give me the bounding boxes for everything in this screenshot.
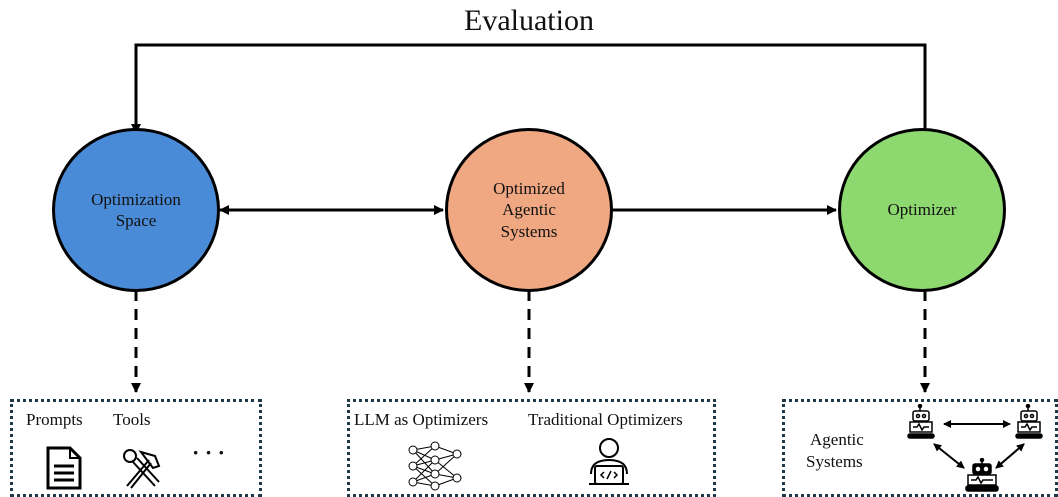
document-icon bbox=[46, 446, 82, 490]
optimized-agentic-systems-node: Optimized Agentic Systems bbox=[445, 128, 613, 292]
more-label: · · · bbox=[192, 440, 226, 465]
robot-icon bbox=[965, 458, 999, 492]
robot-icon bbox=[1015, 404, 1043, 439]
node-label: Optimizer bbox=[887, 200, 957, 220]
optimizers-box bbox=[347, 399, 716, 497]
tools-label: Tools bbox=[113, 410, 151, 429]
optimizer-node: Optimizer bbox=[838, 128, 1006, 292]
agentic-label: Agentic bbox=[810, 430, 864, 449]
developer-icon bbox=[589, 438, 629, 485]
hammer-wrench-icon bbox=[123, 449, 161, 489]
evaluation-title: Evaluation bbox=[464, 4, 594, 37]
llm-optimizers-label: LLM as Optimizers bbox=[354, 410, 489, 429]
systems-label: Systems bbox=[806, 452, 863, 471]
node-label: Agentic bbox=[502, 200, 556, 220]
optimization-space-node: Optimization Space bbox=[52, 128, 220, 292]
agent-network bbox=[933, 420, 1025, 469]
node-label: Systems bbox=[500, 221, 558, 241]
agentic-systems-box bbox=[782, 399, 1058, 497]
node-label: Optimization bbox=[91, 189, 181, 209]
node-label: Space bbox=[115, 211, 157, 230]
traditional-optimizers-label: Traditional Optimizers bbox=[528, 410, 683, 429]
node-label: Optimized bbox=[493, 179, 565, 199]
robot-icon bbox=[907, 404, 935, 439]
evaluation-loop-line bbox=[131, 43, 927, 138]
prompts-label: Prompts bbox=[26, 410, 83, 429]
optimization-space-box bbox=[10, 399, 262, 497]
neural-network-icon bbox=[408, 441, 462, 491]
